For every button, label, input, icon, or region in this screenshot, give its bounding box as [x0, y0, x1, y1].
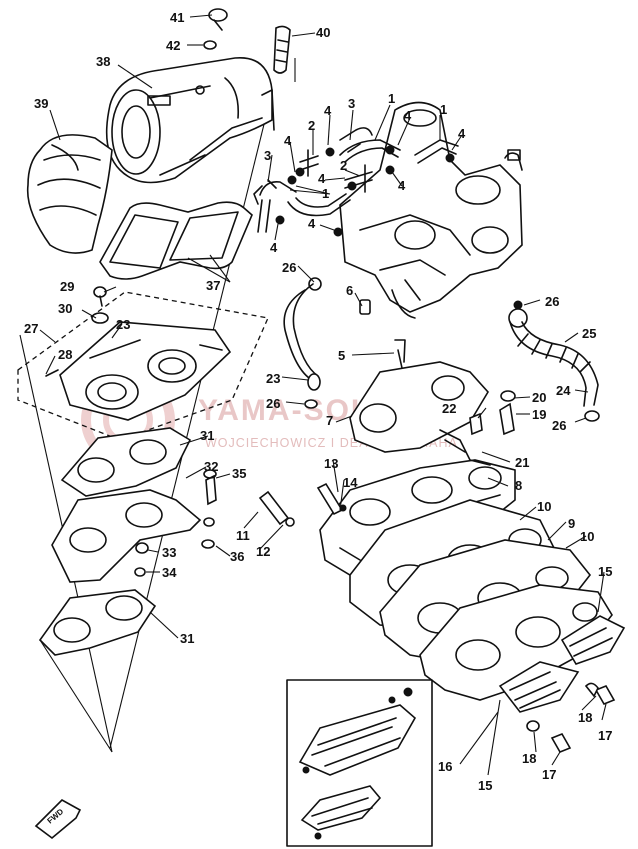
- callout-17: 17: [542, 767, 556, 782]
- callout-26: 26: [552, 418, 566, 433]
- callout-40: 40: [316, 25, 330, 40]
- callout-39: 39: [34, 96, 48, 111]
- callout-1: 1: [322, 186, 329, 201]
- callout-18: 18: [578, 710, 592, 725]
- leader-lines: [39, 14, 607, 776]
- callout-12: 12: [256, 544, 270, 559]
- callout-10: 10: [580, 529, 594, 544]
- callout-15: 15: [478, 778, 492, 793]
- callout-6: 6: [346, 283, 353, 298]
- callout-35: 35: [232, 466, 246, 481]
- callout-5: 5: [338, 348, 345, 363]
- misc-bolts: [258, 390, 616, 754]
- intake-silencer: [105, 57, 275, 184]
- callout-27: 27: [24, 321, 38, 336]
- callout-24: 24: [556, 383, 571, 398]
- oil-lines: [283, 277, 600, 422]
- callout-30: 30: [58, 301, 72, 316]
- callout-19: 19: [532, 407, 546, 422]
- callout-28: 28: [58, 347, 72, 362]
- callout-4: 4: [398, 178, 406, 193]
- callout-23: 23: [266, 371, 280, 386]
- callout-26: 26: [266, 396, 280, 411]
- callout-3: 3: [348, 96, 355, 111]
- callout-8: 8: [515, 478, 522, 493]
- callout-4: 4: [324, 103, 332, 118]
- callout-38: 38: [96, 54, 110, 69]
- callout-10: 10: [537, 499, 551, 514]
- callout-3: 3: [264, 148, 271, 163]
- callout-4: 4: [404, 108, 412, 123]
- callout-31: 31: [180, 631, 194, 646]
- callout-4: 4: [308, 216, 316, 231]
- callout-2: 2: [340, 158, 347, 173]
- callout-22: 22: [442, 401, 456, 416]
- callout-20: 20: [532, 390, 546, 405]
- cylinder-head-gaskets: [38, 427, 217, 656]
- callout-29: 29: [60, 279, 74, 294]
- callout-4-low: 4: [270, 240, 278, 255]
- hoses: [253, 127, 459, 237]
- callout-33: 33: [162, 545, 176, 560]
- callout-4: 4: [458, 126, 466, 141]
- callout-15: 15: [598, 564, 612, 579]
- arrow-icon: [34, 799, 82, 840]
- callout-42: 42: [166, 38, 180, 53]
- lower-cylinder-assembly: [17, 286, 269, 441]
- callout-31: 31: [200, 428, 214, 443]
- callout-11: 11: [236, 528, 250, 543]
- callout-1: 1: [440, 102, 447, 117]
- callout-25: 25: [582, 326, 596, 341]
- fwd-mark: FWD: [34, 799, 82, 840]
- callout-34: 34: [162, 565, 177, 580]
- callout-7: 7: [326, 413, 333, 428]
- reed-valve-inset: [286, 679, 433, 847]
- manifold-gasket: [349, 299, 489, 453]
- callout-2: 2: [308, 118, 315, 133]
- intake-duct: [26, 134, 113, 254]
- callout-1: 1: [388, 91, 395, 106]
- callout-17: 17: [598, 728, 612, 743]
- callout-16: 16: [438, 759, 452, 774]
- callout-26: 26: [282, 260, 296, 275]
- callout-21: 21: [515, 455, 529, 470]
- callout-26: 26: [545, 294, 559, 309]
- callout-labels: 1 1 1 2 2 3 3 4 4 4 4 4 4 4 4 5 6 7 8 9 …: [24, 10, 612, 793]
- callout-4: 4: [284, 133, 292, 148]
- reed-valves: [498, 615, 626, 713]
- callout-13: 13: [324, 456, 338, 471]
- carburetor-assembly: [339, 101, 523, 319]
- cylinder-block: [319, 459, 613, 701]
- callout-41: 41: [170, 10, 184, 25]
- callout-23: 23: [116, 317, 130, 332]
- callout-9: 9: [568, 516, 575, 531]
- callout-32: 32: [204, 459, 218, 474]
- callout-18: 18: [522, 751, 536, 766]
- callout-36: 36: [230, 549, 244, 564]
- callout-14: 14: [343, 475, 358, 490]
- callout-4: 4: [318, 171, 326, 186]
- callout-37: 37: [206, 278, 220, 293]
